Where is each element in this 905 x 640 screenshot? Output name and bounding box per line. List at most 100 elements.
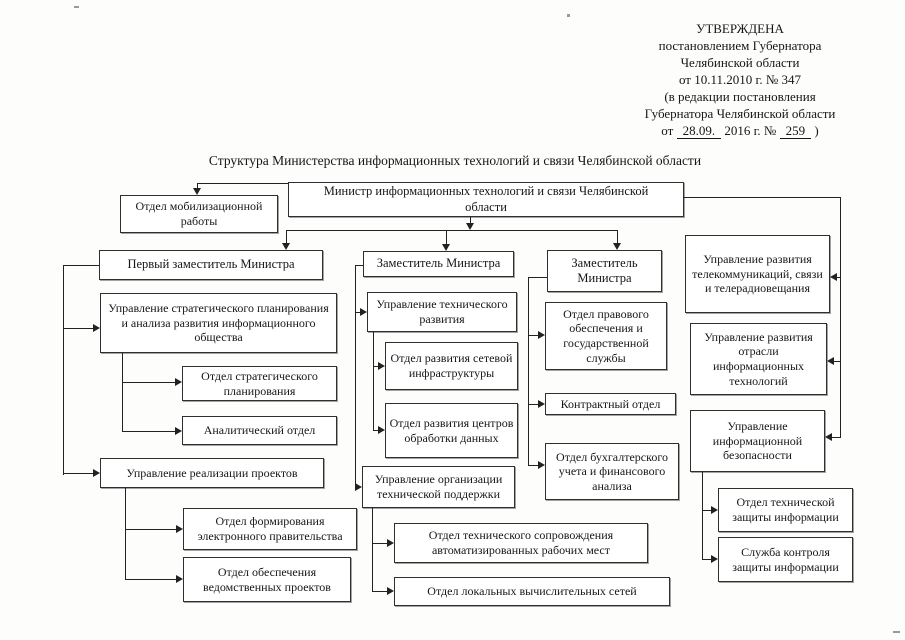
amendment-suffix: ) [814,123,819,138]
connector-line [197,183,198,191]
connector-line [528,465,538,466]
connector-arrow [387,587,394,595]
approval-line: Челябинской области [680,55,800,70]
connector-line [122,382,175,383]
connector-line [372,591,387,592]
org-box-deputy-minister-3: Заместитель Министра [547,250,662,292]
connector-line [125,529,176,530]
connector-line [372,508,373,591]
org-box-technical-protection-dept: Отдел технической защиты информации [718,488,853,532]
approval-line: (в редакции постановления [664,89,816,104]
org-box-egovernment-dept: Отдел формирования электронного правител… [183,508,357,550]
connector-line [528,277,529,465]
connector-arrow [378,362,385,370]
connector-line [372,543,387,544]
connector-arrow [175,378,182,386]
connector-arrow [355,483,362,491]
connector-line [528,404,538,405]
connector-line [125,488,126,579]
scan-artifact [567,14,570,17]
connector-line [470,217,471,225]
connector-arrow [193,188,201,195]
org-box-network-infrastructure-dept: Отдел развития сетевой инфраструктуры [385,342,518,390]
connector-line [528,277,547,278]
connector-arrow [175,427,182,435]
connector-line [355,265,356,487]
connector-line [528,335,538,336]
connector-line [834,361,841,362]
org-box-analytical-dept: Аналитический отдел [182,416,337,445]
connector-line [355,265,363,266]
org-box-departmental-projects-dept: Отдел обеспечения ведомственных проектов [183,557,351,602]
connector-arrow [176,575,183,583]
connector-line [832,437,841,438]
connector-arrow [538,331,545,339]
connector-line [837,277,841,278]
approval-line: Губернатора Челябинской области [644,106,836,121]
connector-arrow [387,539,394,547]
org-box-legal-civil-service-dept: Отдел правового обеспечения и государств… [545,302,667,370]
connector-line [197,183,289,184]
connector-line [125,579,176,580]
amendment-prefix: от [661,123,674,138]
connector-arrow [93,469,100,477]
connector-line [122,353,123,431]
connector-line [373,430,378,431]
connector-line [373,332,374,430]
connector-line [373,366,378,367]
scan-artifact [74,6,79,8]
connector-arrow [360,308,367,316]
connector-line [63,265,99,266]
connector-line [702,559,711,560]
connector-arrow [93,324,100,332]
connector-line [286,230,617,231]
connector-line [355,312,360,313]
connector-arrow [711,555,718,563]
org-box-mobilization-dept: Отдел мобилизационной работы [120,195,278,233]
org-box-data-centers-dept: Отдел развития центров обработки данных [385,403,518,458]
connector-arrow [613,243,621,250]
org-box-accounting-finance-dept: Отдел бухгалтерского учета и финансового… [545,443,679,500]
org-box-workstation-support-dept: Отдел технического сопровождения автомат… [394,523,648,563]
connector-arrow [827,357,834,365]
org-box-minister: Министр информационных технологий и связ… [288,182,684,217]
connector-arrow [830,273,837,281]
approval-line: постановлением Губернатора [658,38,822,53]
org-box-strategic-planning-directorate: Управление стратегического планирования … [100,293,337,353]
org-box-contract-dept: Контрактный отдел [545,393,676,415]
org-box-information-security-directorate: Управление информационной безопасности [690,410,825,472]
org-box-technical-support-directorate: Управление организации технической подде… [362,466,515,508]
connector-line [702,472,703,559]
connector-line [617,230,618,244]
connector-arrow [538,461,545,469]
amendment-date: 28.09. [676,123,722,139]
approval-line: УТВЕРЖДЕНА [696,21,784,36]
org-box-telecom-broadcasting-directorate: Управление развития телекоммуникаций, св… [685,235,830,313]
org-box-it-industry-directorate: Управление развития отрасли информационн… [690,323,827,395]
chart-title: Структура Министерства информационных те… [208,153,702,168]
org-box-protection-control-service: Служба контроля защиты информации [718,537,853,582]
connector-line [63,473,94,474]
org-box-technical-development-directorate: Управление технического развития [367,292,517,332]
connector-line [122,431,175,432]
connector-arrow [825,433,832,441]
approval-line-amendment: от 28.09. 2016 г. № 259 ) [605,122,875,139]
connector-arrow [538,400,545,408]
connector-arrow [378,426,385,434]
org-box-lan-dept: Отдел локальных вычислительных сетей [394,577,670,606]
connector-line [702,510,711,511]
connector-arrow [282,243,290,250]
connector-line [684,197,840,198]
connector-line [286,230,287,244]
org-box-first-deputy-minister: Первый заместитель Министра [99,250,323,280]
approval-stamp: УТВЕРЖДЕНА постановлением Губернатора Че… [605,20,875,139]
connector-arrow [176,525,183,533]
connector-arrow [711,506,718,514]
connector-line [446,230,447,244]
scan-artifact [893,631,900,633]
org-box-deputy-minister-2: Заместитель Министра [363,251,514,277]
connector-arrow [442,244,450,251]
connector-line [840,197,841,437]
connector-line [63,328,94,329]
